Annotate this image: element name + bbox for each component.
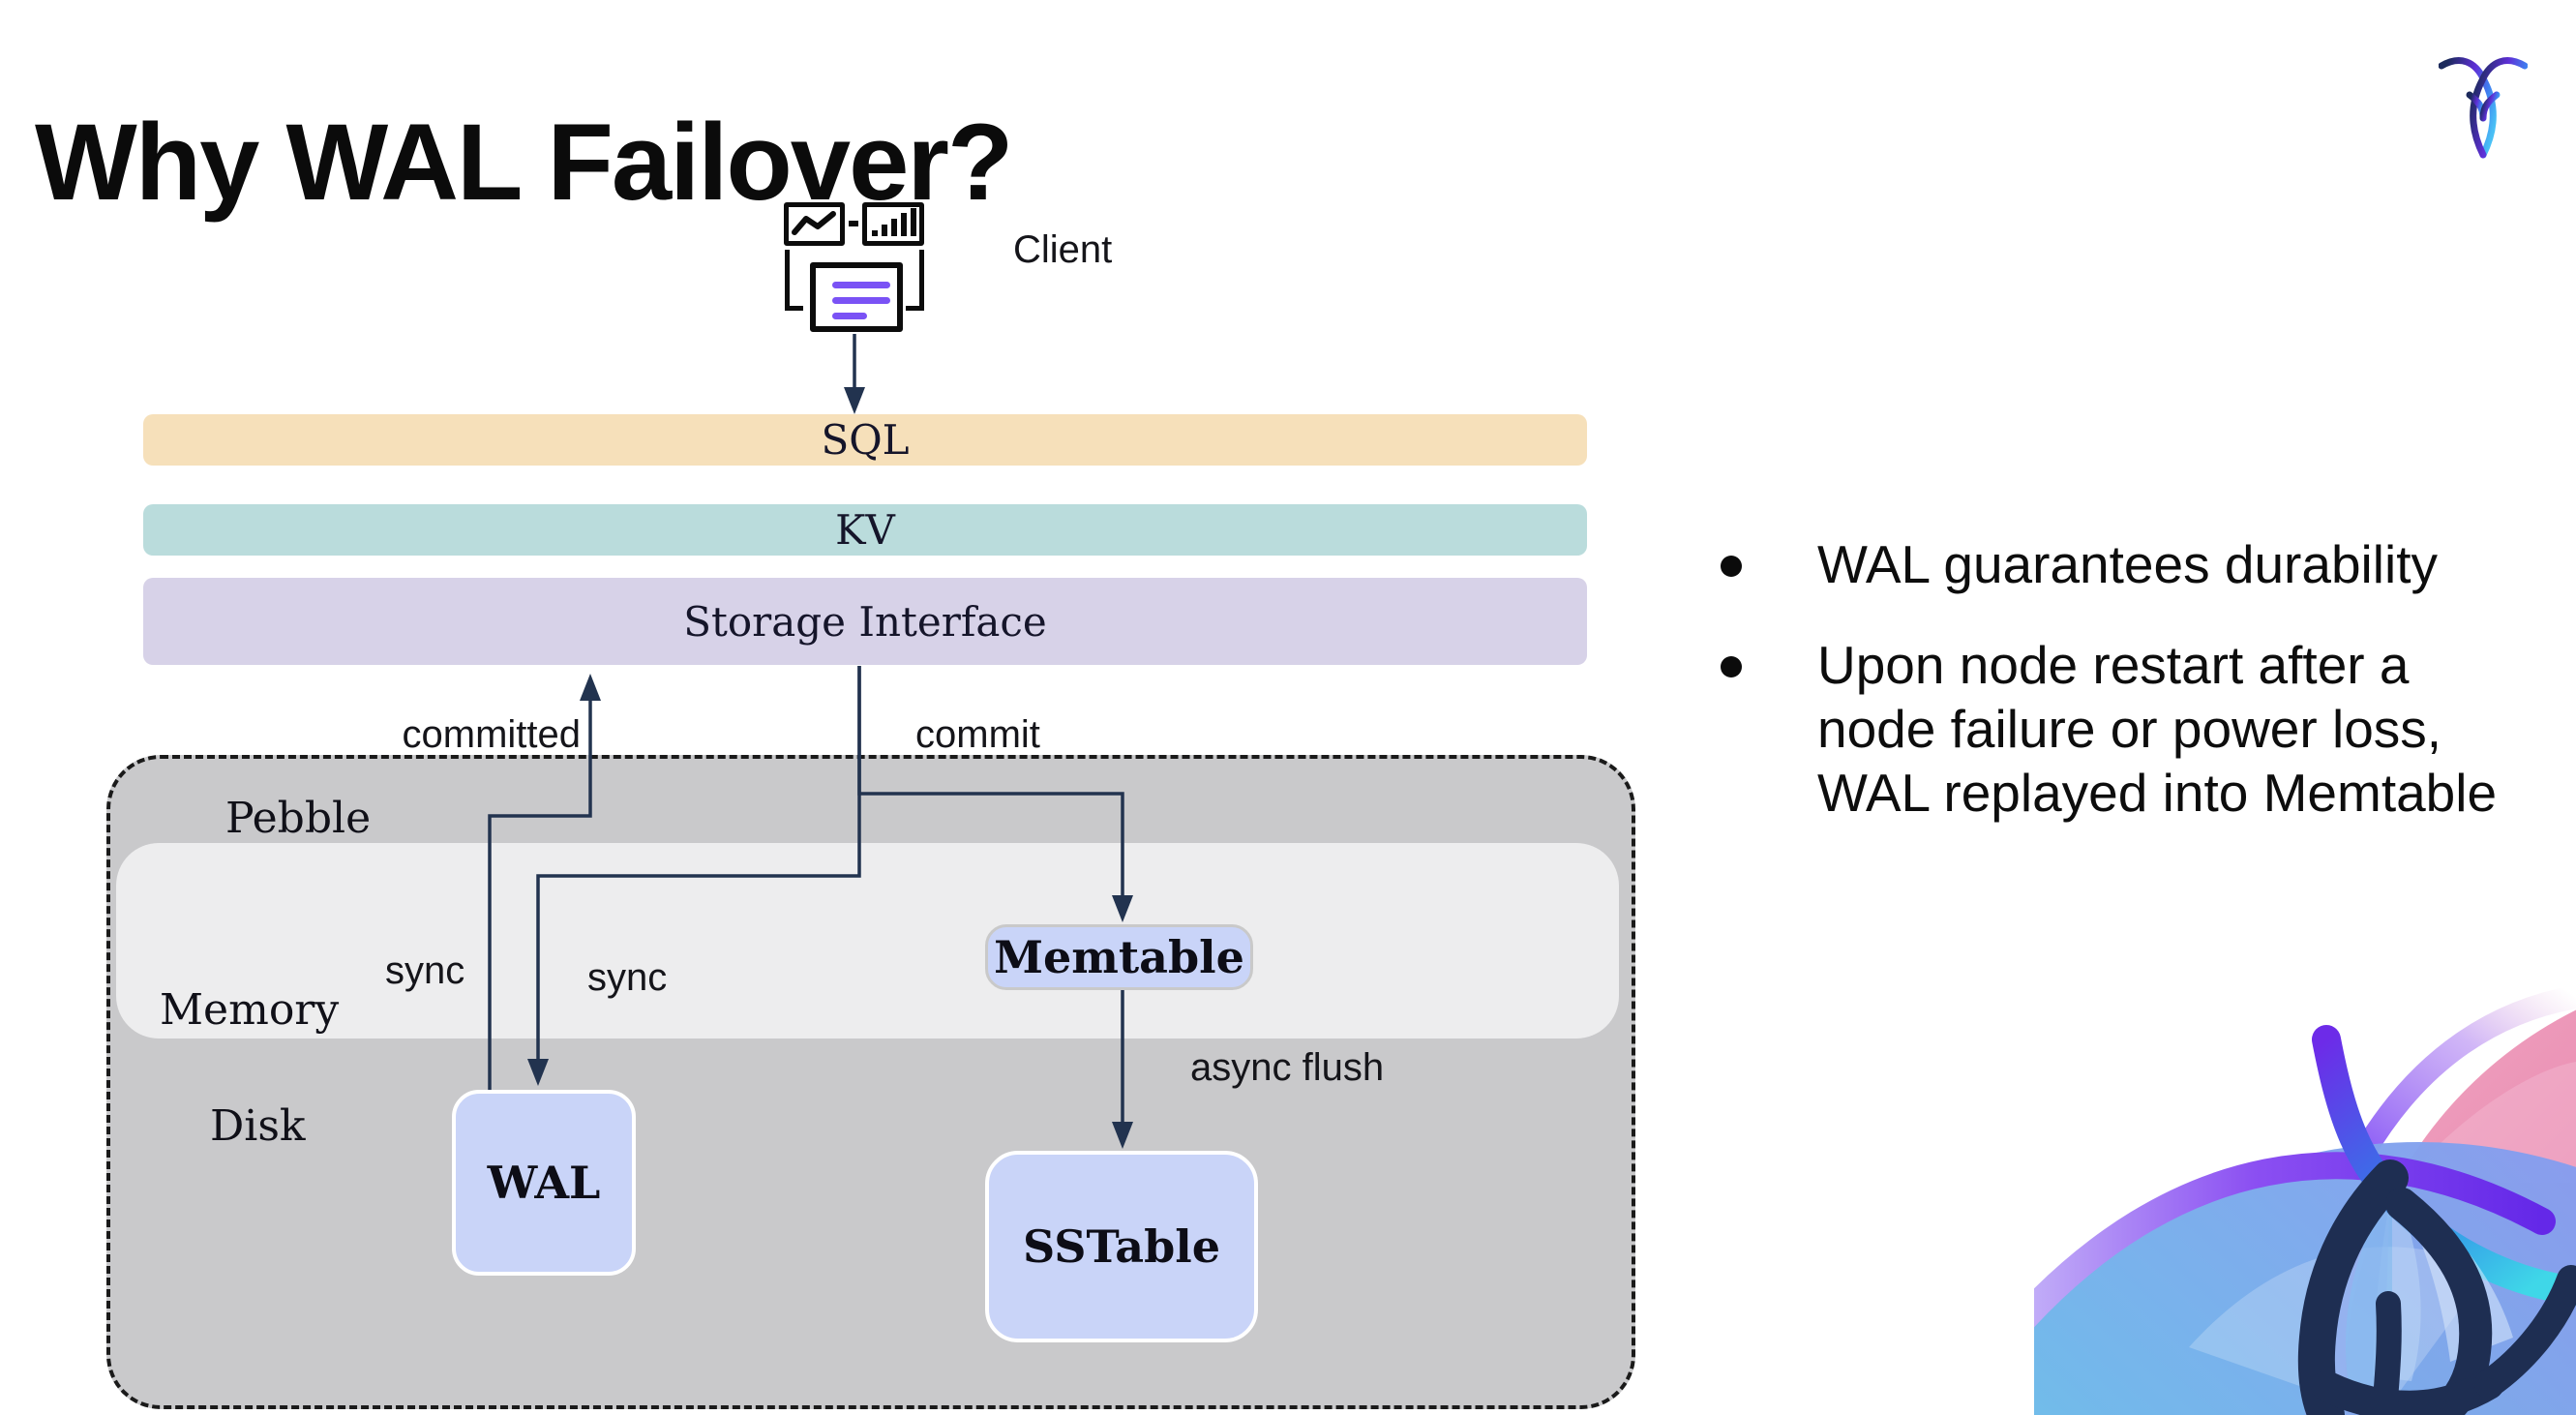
arrowhead-committed	[580, 674, 601, 701]
bracket-left-icon	[785, 250, 803, 311]
edge-label-sync-left: sync	[385, 949, 465, 992]
document-icon	[810, 262, 903, 332]
bullet-list: WAL guarantees durability Upon node rest…	[1695, 532, 2547, 825]
node-sstable: SSTable	[985, 1151, 1258, 1342]
edge-label-committed: committed	[402, 713, 582, 756]
client-icon	[784, 200, 929, 336]
page-title: Why WAL Failover?	[35, 102, 1013, 224]
bracket-right-icon	[906, 250, 924, 311]
node-wal-label: WAL	[487, 1157, 601, 1209]
layer-storage-label: Storage Interface	[683, 597, 1047, 646]
brand-decoration	[2034, 985, 2576, 1415]
bullet-line: WAL replayed into Memtable	[1817, 763, 2498, 823]
node-wal: WAL	[452, 1090, 636, 1276]
layer-kv-label: KV	[835, 506, 895, 554]
pebble-label: Pebble	[225, 794, 372, 843]
layer-sql-label: SQL	[821, 416, 910, 464]
bar-chart-icon	[862, 202, 924, 246]
memory-label: Memory	[160, 985, 340, 1035]
edge-label-commit: commit	[915, 713, 1040, 756]
node-memtable-label: Memtable	[994, 931, 1244, 983]
edge-label-async-flush: async flush	[1190, 1046, 1385, 1089]
client-label: Client	[1013, 228, 1113, 271]
layer-kv: KV	[143, 504, 1587, 556]
memory-region	[116, 843, 1619, 1039]
line-chart-icon	[784, 202, 845, 246]
bullet-item: WAL guarantees durability	[1695, 532, 2547, 596]
bullet-line: node failure or power loss,	[1817, 699, 2442, 759]
node-memtable: Memtable	[985, 924, 1253, 990]
bullet-item: Upon node restart after a node failure o…	[1695, 633, 2547, 825]
disk-label: Disk	[210, 1101, 306, 1151]
bullet-line: Upon node restart after a	[1817, 635, 2410, 695]
layer-sql: SQL	[143, 414, 1587, 466]
node-sstable-label: SSTable	[1023, 1220, 1220, 1273]
arrowhead-client	[844, 387, 865, 414]
dash-icon	[849, 221, 858, 226]
bullet-line: WAL guarantees durability	[1817, 534, 2438, 594]
layer-storage-interface: Storage Interface	[143, 578, 1587, 665]
edge-label-sync-right: sync	[587, 956, 668, 999]
cockroachdb-logo-icon	[2439, 57, 2528, 159]
